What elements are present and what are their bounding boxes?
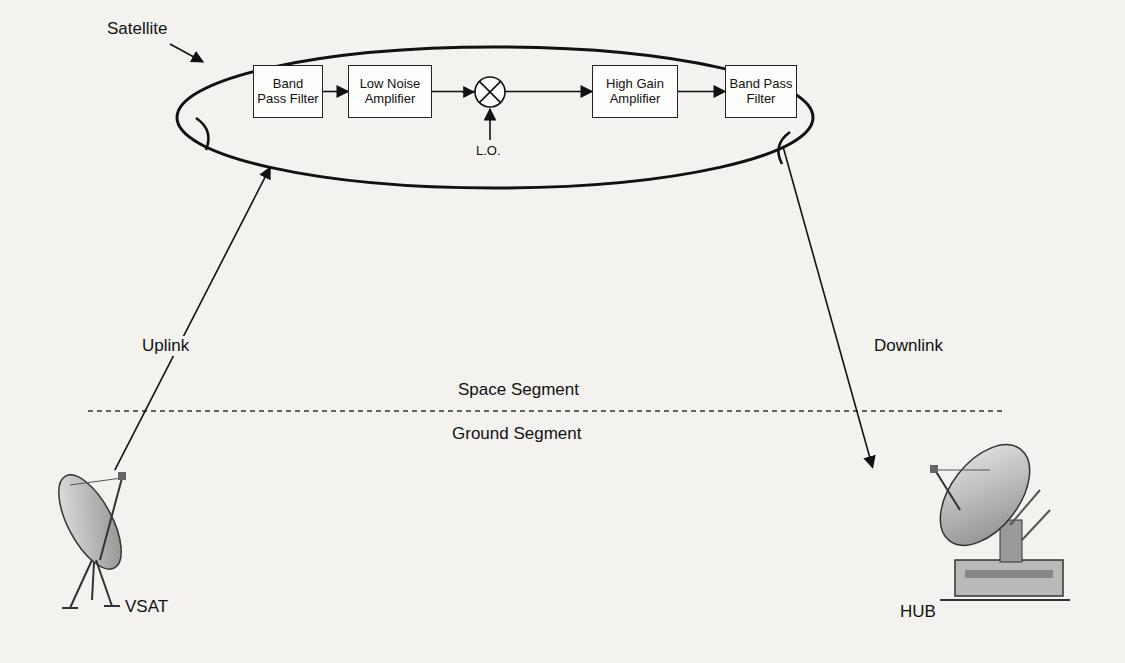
vsat-terminal: VSAT: [55, 460, 185, 630]
segment-divider: [88, 410, 1005, 412]
signal-link: [323, 91, 348, 93]
signal-link: [432, 91, 592, 93]
oscillator-label: L.O.: [476, 143, 501, 158]
segment-label: Space Segment: [458, 380, 579, 400]
filter-box: Band Pass Filter: [253, 65, 323, 118]
box-label: High Gain Amplifier: [596, 77, 674, 107]
signal-link: [115, 167, 270, 470]
signal-link: [678, 91, 725, 93]
filter-box: Band Pass Filter: [725, 65, 797, 118]
node-label: Satellite: [107, 19, 167, 39]
satellite-outline: SatelliteBand Pass FilterLow Noise Ampli…: [175, 45, 815, 190]
hub-station: HUB: [860, 450, 1070, 625]
box-label: Band Pass Filter: [257, 77, 319, 107]
amplifier-box: Low Noise Amplifier: [348, 65, 432, 118]
box-label: Band Pass Filter: [729, 77, 793, 107]
vsat-antenna: [46, 466, 134, 608]
amplifier-box: High Gain Amplifier: [592, 65, 678, 118]
link-label: Downlink: [872, 336, 945, 356]
signal-link: [783, 147, 872, 467]
hub-antenna: [922, 428, 1070, 600]
link-label: Uplink: [140, 336, 191, 356]
box-label: Low Noise Amplifier: [352, 77, 428, 107]
leader-line: [170, 44, 203, 62]
segment-label: Ground Segment: [452, 424, 581, 444]
node-label: VSAT: [125, 597, 168, 617]
node-label: HUB: [900, 602, 936, 622]
